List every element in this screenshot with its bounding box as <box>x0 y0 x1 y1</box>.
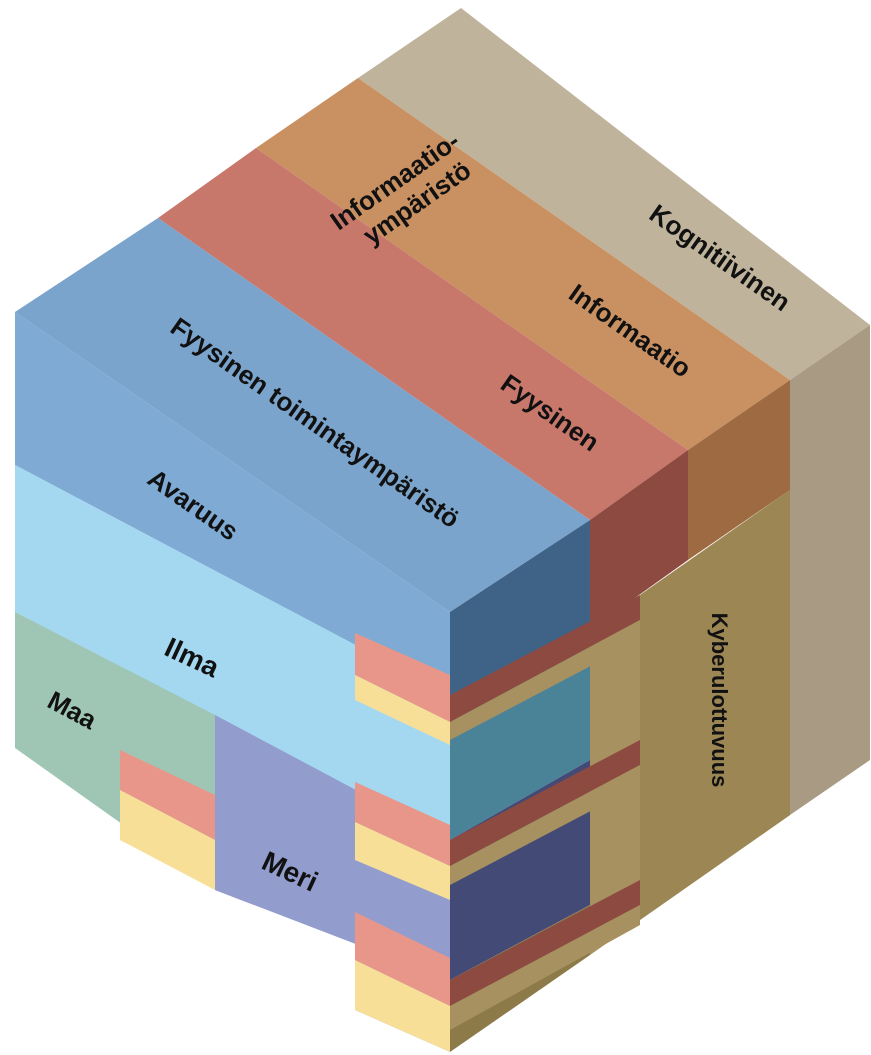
red-connector-3 <box>450 880 640 1006</box>
cyber-domain-shade <box>640 490 790 920</box>
right-information-strip <box>688 380 790 560</box>
notch-yellow-land <box>120 790 215 890</box>
notch-salmon-1 <box>355 633 450 722</box>
yellow-connector-1 <box>450 620 640 740</box>
notch-yellow-2 <box>355 822 450 900</box>
notch-salmon-land <box>120 750 215 840</box>
top-information-band <box>256 78 790 450</box>
top-physical-environment-band <box>15 218 590 612</box>
front-physical-environment-band <box>15 312 450 695</box>
notch-yellow-3 <box>355 960 450 1052</box>
red-connector-2 <box>450 740 640 866</box>
yellow-connector-3 <box>450 905 640 1030</box>
yellow-connector-2 <box>450 765 640 885</box>
front-sea-band <box>215 715 450 980</box>
notch-salmon-2 <box>355 782 450 866</box>
notch-yellow-1 <box>355 675 450 745</box>
red-connector-1 <box>450 595 640 722</box>
right-cognitive-strip <box>790 325 870 815</box>
top-cognitive-band <box>358 8 870 380</box>
side-physical-environment-depth <box>450 520 590 695</box>
top-physical-band <box>158 148 688 520</box>
right-physical-strip <box>590 450 688 630</box>
label-cyber: Kyberulottuvuus <box>707 613 732 788</box>
notch-salmon-3 <box>355 912 450 1006</box>
front-air-band <box>15 465 450 840</box>
